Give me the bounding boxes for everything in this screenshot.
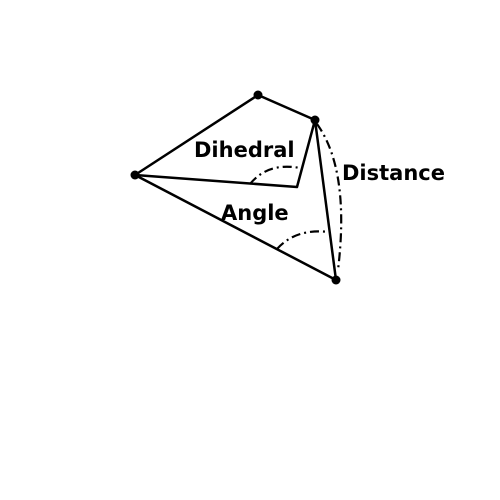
angle-label: Angle bbox=[221, 201, 289, 225]
distance-label: Distance bbox=[342, 161, 445, 185]
edge-top-right bbox=[256, 93, 317, 122]
vertex-top bbox=[253, 90, 263, 100]
dihedral-label: Dihedral bbox=[194, 138, 295, 162]
vertex-left bbox=[130, 170, 140, 180]
edge-dihedral-fold bbox=[133, 118, 317, 189]
edge-left-bottom bbox=[133, 173, 338, 282]
angle-arc bbox=[276, 230, 330, 250]
edge-right-bottom bbox=[313, 118, 338, 282]
dihedral-arc bbox=[249, 165, 301, 185]
arcs bbox=[249, 123, 343, 271]
vertex-right-top bbox=[310, 115, 320, 125]
edges bbox=[133, 93, 338, 282]
vertices bbox=[130, 90, 341, 285]
edge-left-top bbox=[133, 93, 260, 177]
vertex-bottom bbox=[331, 275, 341, 285]
distance-arc bbox=[316, 123, 343, 271]
